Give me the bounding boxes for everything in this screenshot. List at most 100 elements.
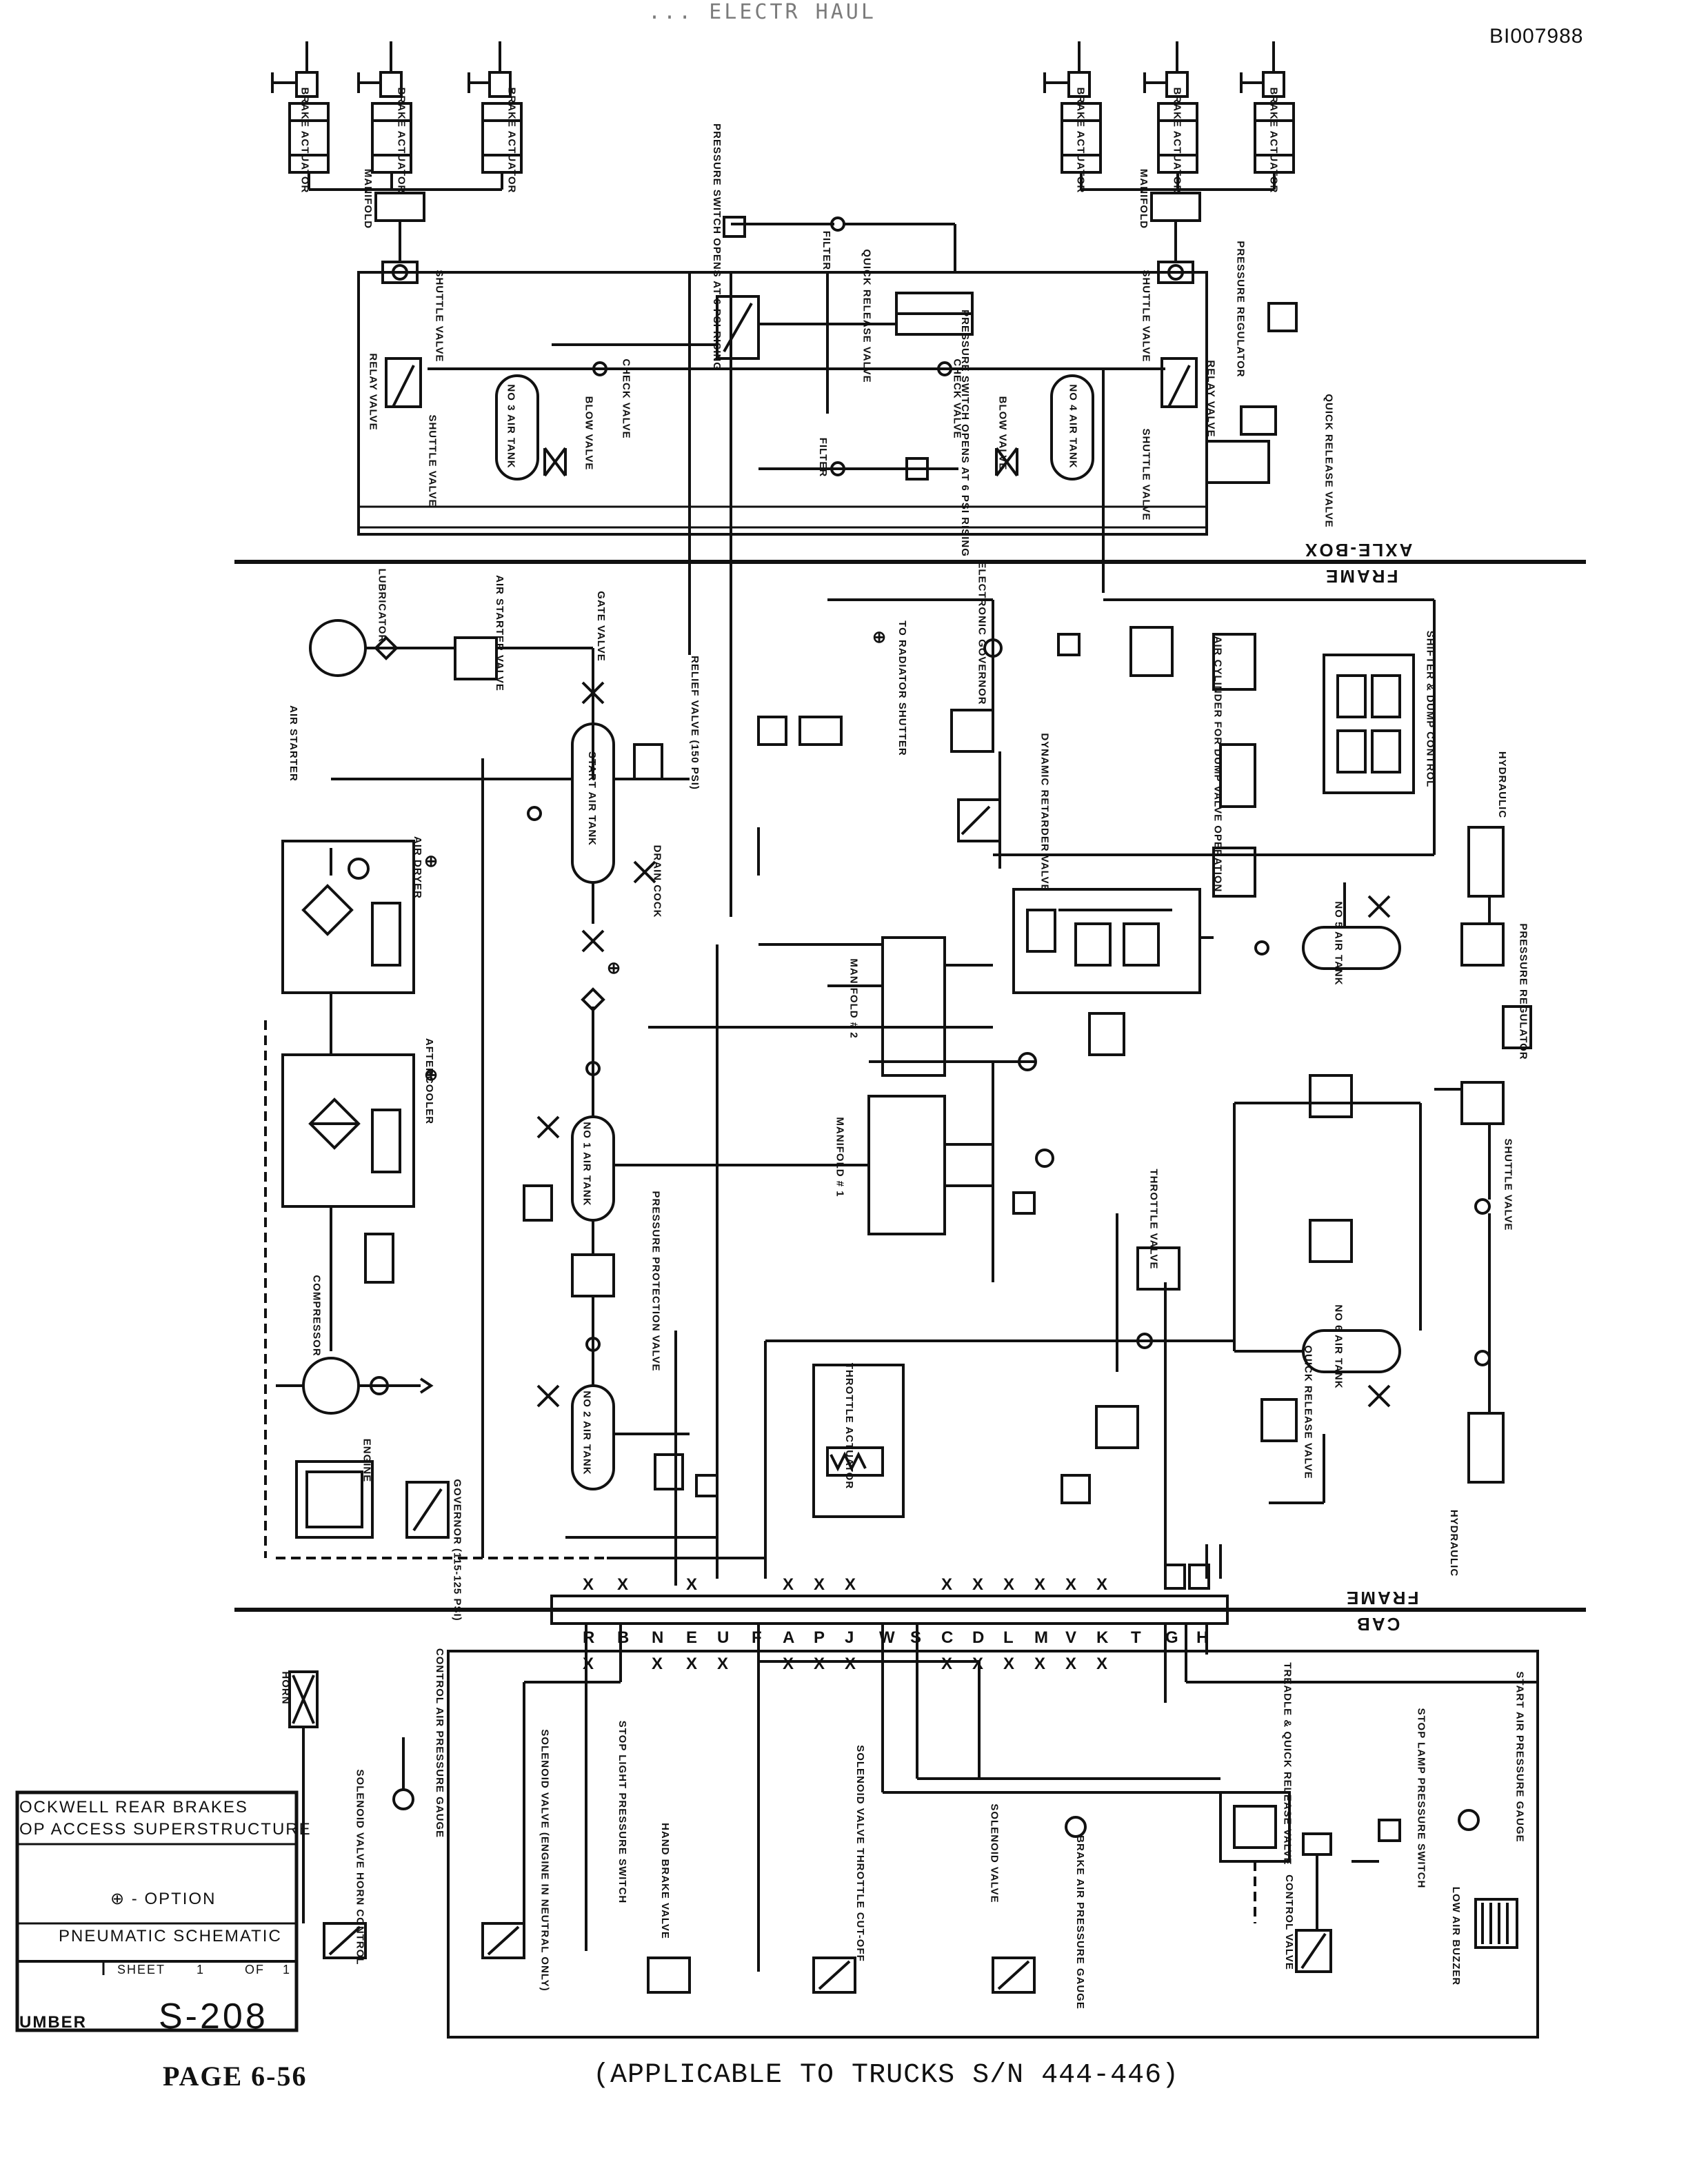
label-control-air-gauge: CONTROL AIR PRESSURE GAUGE	[434, 1648, 446, 1839]
of-number: 1	[283, 1963, 292, 1976]
label-manifold-right: MANIFOLD	[1138, 168, 1150, 230]
label-brake-actuator-4: BRAKE ACTUATOR	[1074, 87, 1087, 194]
right-brake-actuators	[1043, 41, 1295, 284]
label-relay-valve-2: RELAY VALVE	[1205, 360, 1217, 438]
conn-x-11: X	[1065, 1575, 1077, 1594]
label-throttle-actuator: THROTTLE ACTUATOR	[843, 1362, 856, 1490]
option-mark-aftercooler: ⊕	[424, 1066, 439, 1084]
label-blow-valve-1: BLOW VALVE	[583, 396, 595, 471]
zone-axle-box: AXLE-BOX	[1303, 540, 1413, 560]
conn-cab-x-11: X	[1096, 1655, 1108, 1673]
label-hydraulic-2: HYDRAULIC	[1448, 1509, 1460, 1577]
label-dynamic-retarder: DYNAMIC RETARDER VALVE	[1038, 733, 1051, 892]
label-pressure-regulator-2: PRESSURE REGULATOR	[1517, 923, 1529, 1060]
conn-cab-x-5: X	[845, 1655, 856, 1673]
label-pressure-switch-1: PRESSURE SWITCH OPENS AT 6 PSI RISING	[710, 123, 723, 371]
left-brake-actuators	[271, 41, 523, 284]
label-air-tank-no1: NO 1 AIR TANK	[581, 1122, 593, 1206]
frame-section	[264, 598, 1532, 1586]
label-relief-valve-150: RELIEF VALVE (150 PSI)	[688, 656, 701, 790]
conn-cab-x-7: X	[972, 1655, 984, 1673]
conn-cab-x-6: X	[941, 1655, 953, 1673]
label-brake-actuator-5: BRAKE ACTUATOR	[1171, 87, 1183, 194]
label-low-air-buzzer: LOW AIR BUZZER	[1450, 1886, 1463, 1986]
conn-S: S	[910, 1628, 922, 1647]
label-air-tank-no2: NO 2 AIR TANK	[581, 1391, 593, 1475]
conn-cab-x-9: X	[1034, 1655, 1046, 1673]
conn-H: H	[1196, 1628, 1209, 1647]
title-block	[15, 1790, 299, 2032]
label-radiator-shutter: TO RADIATOR SHUTTER	[896, 620, 908, 756]
conn-B: B	[617, 1628, 630, 1647]
conn-E: E	[686, 1628, 698, 1647]
conn-cab-x-4: X	[814, 1655, 825, 1673]
label-filter-2: FILTER	[821, 230, 833, 271]
cab-section	[288, 1624, 1539, 2039]
conn-F: F	[752, 1628, 762, 1647]
conn-G: G	[1165, 1628, 1178, 1647]
label-horn: HORN	[279, 1671, 292, 1705]
label-quick-release-2: QUICK RELEASE VALVE	[1323, 394, 1335, 528]
axle-box-components	[385, 216, 1298, 655]
conn-cab-x-10: X	[1065, 1655, 1077, 1673]
label-pressure-regulator-1: PRESSURE REGULATOR	[1234, 241, 1247, 378]
conn-x-10: X	[1034, 1575, 1046, 1594]
label-stop-lamp-switch: STOP LAMP PRESSURE SWITCH	[1415, 1708, 1427, 1889]
conn-cab-x-1: X	[583, 1655, 594, 1673]
conn-A: A	[783, 1628, 795, 1647]
label-quick-release-3: QUICK RELEASE VALVE	[1302, 1345, 1314, 1479]
label-filter-1: FILTER	[817, 437, 830, 478]
conn-cab-x-13: X	[652, 1655, 663, 1673]
of-label: OF	[245, 1963, 265, 1976]
label-pressure-switch-2: PRESSURE SWITCH OPENS AT 6 PSI RISING	[958, 310, 971, 557]
option-mark-air-dryer: ⊕	[424, 852, 439, 871]
label-brake-air-gauge: BRAKE AIR PRESSURE GAUGE	[1074, 1835, 1086, 2010]
label-air-tank-no3: NO 3 AIR TANK	[505, 384, 517, 469]
label-air-tank-no6: NO 6 AIR TANK	[1332, 1304, 1345, 1389]
label-shuttle-valve-4: SHUTTLE VALVE	[1140, 428, 1152, 521]
label-air-dryer: AIR DRYER	[411, 836, 423, 899]
schematic-type: PNEUMATIC SCHEMATIC	[59, 1927, 282, 1945]
label-manifold-2: MANIFOLD # 2	[847, 958, 860, 1039]
conn-x-9: X	[1003, 1575, 1015, 1594]
conn-T: T	[1131, 1628, 1141, 1647]
connector-block	[234, 1564, 1586, 1625]
label-shuttle-valve-2: SHUTTLE VALVE	[1140, 270, 1152, 363]
label-brake-actuator-6: BRAKE ACTUATOR	[1267, 87, 1280, 194]
title-line-1: OCKWELL REAR BRAKES	[19, 1798, 248, 1817]
label-lubricator: LUBRICATOR	[376, 568, 388, 643]
number-label: UMBER	[19, 2013, 87, 2032]
label-solenoid-throttle-cutoff: SOLENOID VALVE THROTTLE CUT-OFF	[854, 1745, 866, 1962]
conn-P: P	[814, 1628, 825, 1647]
label-brake-actuator-3: BRAKE ACTUATOR	[505, 87, 518, 194]
label-solenoid-horn: SOLENOID VALVE HORN CONTROL	[354, 1769, 366, 1965]
label-stop-light-switch: STOP LIGHT PRESSURE SWITCH	[616, 1720, 629, 1904]
conn-x-6: X	[845, 1575, 856, 1594]
label-compressor: COMPRESSOR	[310, 1275, 323, 1357]
label-control-valve: CONTROL VALVE	[1283, 1874, 1295, 1970]
conn-M: M	[1034, 1628, 1048, 1647]
zone-cab: CAB	[1355, 1614, 1400, 1635]
conn-L: L	[1003, 1628, 1014, 1647]
label-blow-valve-2: BLOW VALVE	[996, 396, 1009, 471]
label-hand-brake-valve: HAND BRAKE VALVE	[659, 1823, 671, 1939]
label-quick-release-1: QUICK RELEASE VALVE	[861, 249, 873, 383]
label-drain-cock-1: DRAIN COCK	[651, 845, 663, 918]
conn-x-12: X	[1096, 1575, 1108, 1594]
conn-x-1: X	[583, 1575, 594, 1594]
label-shuttle-valve-1: SHUTTLE VALVE	[433, 270, 445, 363]
label-air-cylinder-dump: AIR CYLINDER FOR DUMP VALVE OPERATION	[1212, 636, 1224, 893]
label-shuttle-valve-3: SHUTTLE VALVE	[426, 414, 439, 507]
label-check-valve-1: CHECK VALVE	[620, 358, 632, 439]
label-manifold-left: MANIFOLD	[362, 168, 374, 230]
option-note: ⊕ - OPTION	[110, 1890, 217, 1908]
label-hydraulic-1: HYDRAULIC	[1496, 751, 1509, 819]
document-id: BI007988	[1489, 25, 1584, 48]
conn-cab-x-8: X	[1003, 1655, 1015, 1673]
conn-x-5: X	[814, 1575, 825, 1594]
label-air-starter-valve: AIR STARTER VALVE	[493, 575, 505, 691]
conn-C: C	[941, 1628, 954, 1647]
label-pressure-protection: PRESSURE PROTECTION VALVE	[650, 1191, 662, 1372]
